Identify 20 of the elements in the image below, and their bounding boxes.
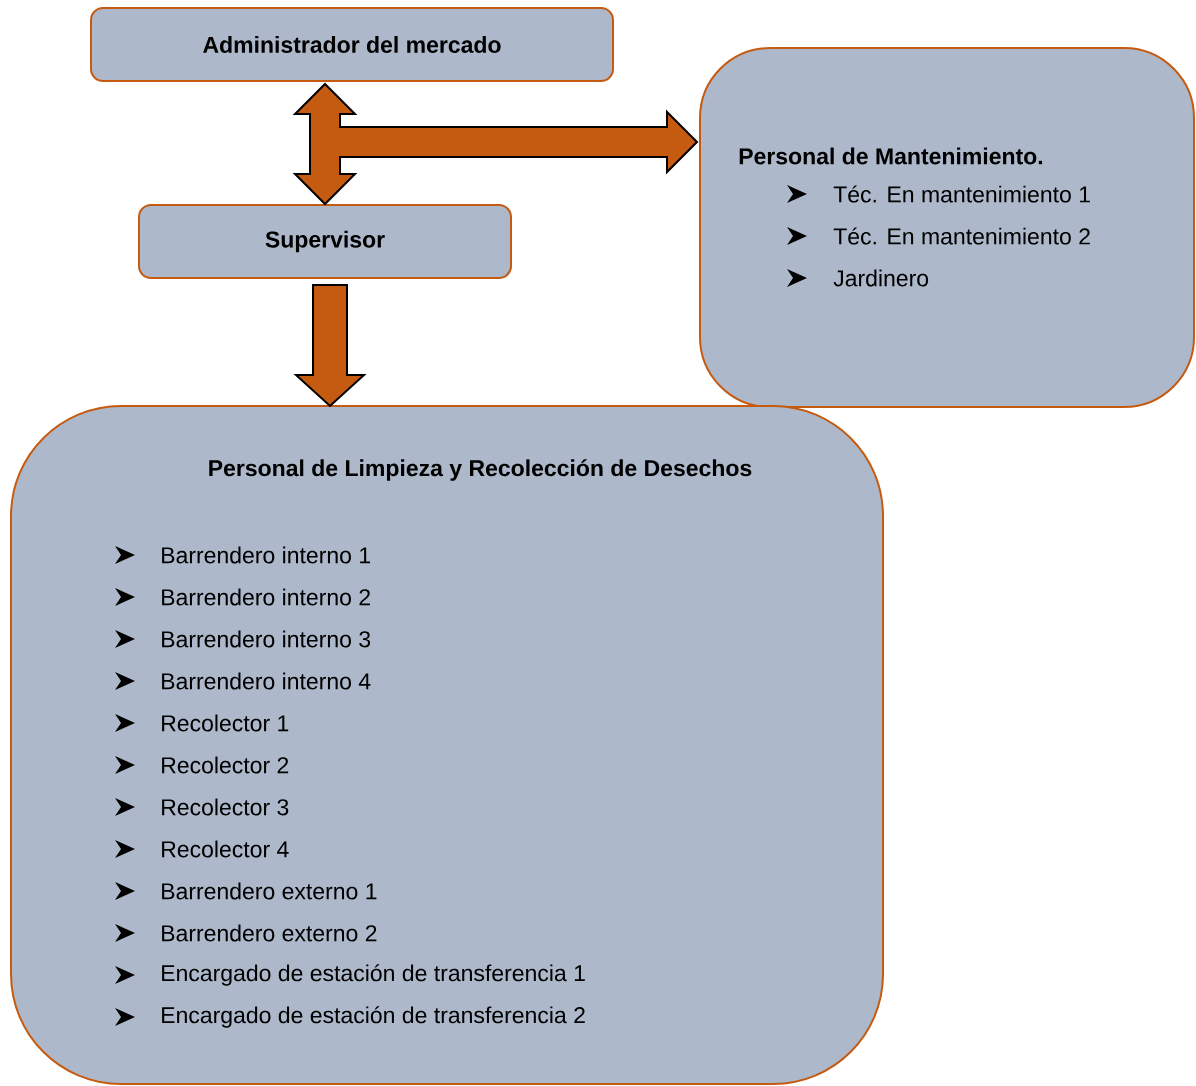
list-item: Recolector 2: [162, 756, 289, 774]
list-item: Recolector 1: [162, 714, 289, 732]
list-item: Encargado de estación de transferencia 1: [162, 964, 585, 986]
list-item: Barrendero interno 3: [162, 630, 371, 648]
list-item: Recolector 3: [162, 798, 289, 816]
list-item: Barrendero interno 4: [162, 672, 371, 690]
list-item: Barrendero externo 2: [162, 924, 377, 942]
group-title: Personal de Limpieza y Recolección de Desechos: [209, 459, 752, 481]
list-item: Barrendero interno 2: [162, 588, 370, 606]
group-title: Personal de Mantenimiento.: [739, 147, 1043, 165]
list-item: Téc. En mantenimiento 2: [833, 227, 1090, 245]
list-item: Recolector 4: [162, 840, 289, 858]
list-item: Jardinero: [833, 269, 929, 287]
block-arrow: [293, 284, 367, 408]
list-item: Barrendero externo 1: [162, 882, 377, 900]
list-item: Encargado de estación de transferencia 2: [162, 1006, 585, 1028]
box-title: Supervisor: [265, 230, 385, 253]
list-item: Téc. En mantenimiento 1: [833, 185, 1090, 203]
box-title: Administrador del mercado: [203, 36, 501, 53]
list-item: Barrendero interno 1: [162, 546, 370, 564]
